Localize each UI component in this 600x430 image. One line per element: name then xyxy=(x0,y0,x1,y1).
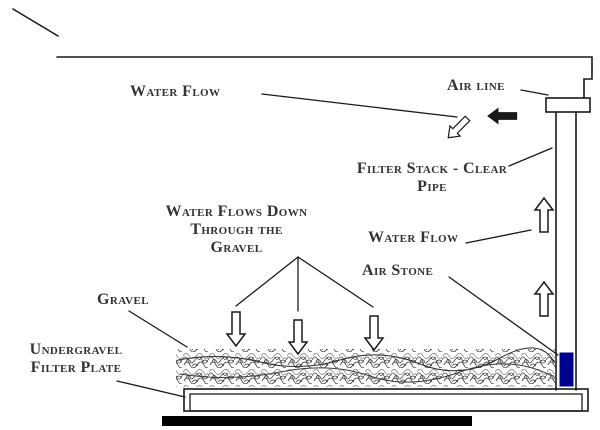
water-flow-pipe-label: Water Flow xyxy=(368,229,459,246)
gravel-pointer xyxy=(128,310,188,348)
air-stone-pointer xyxy=(448,276,559,356)
water-flows-down-label: Water Flows Down Through the Gravel xyxy=(165,203,308,256)
water-flow-pipe-pointer xyxy=(465,229,532,244)
water-flow-top-pointer xyxy=(261,93,458,118)
air-line-pointer xyxy=(520,89,549,96)
pipe-top-cap xyxy=(545,97,591,113)
water-flow-up-arrow-1 xyxy=(534,197,554,233)
air-stone-shape xyxy=(559,352,574,387)
water-flow-top-label: Water Flow xyxy=(130,83,221,100)
down-flow-branch-right xyxy=(297,256,374,308)
gravel-label: Gravel xyxy=(97,291,149,308)
tank-base-bar xyxy=(162,416,472,426)
water-flow-up-arrow-2 xyxy=(534,281,554,317)
undergravel-plate-pointer xyxy=(116,380,186,398)
filter-plate-inner xyxy=(189,393,583,412)
down-flow-branch-left xyxy=(235,256,299,307)
filter-stack-pointer xyxy=(508,147,553,167)
outflow-diagonal-arrow xyxy=(442,112,474,144)
air-stone-label: Air Stone xyxy=(362,262,434,279)
gravel-scribble-1 xyxy=(177,347,555,372)
water-flow-down-arrow-left xyxy=(226,311,246,347)
outflow-left-arrow xyxy=(487,107,518,125)
filter-stack-label: Filter Stack - Clear Pipe xyxy=(356,160,508,195)
air-line-offscreen-segment xyxy=(12,8,59,37)
filter-plate-outer xyxy=(183,388,589,412)
air-line-drop xyxy=(583,56,593,99)
water-flow-down-arrow-right xyxy=(364,315,384,351)
water-flow-down-arrow-middle xyxy=(288,319,308,355)
air-line-label: Air line xyxy=(447,77,505,94)
undergravel-plate-label: Undergravel Filter Plate xyxy=(29,341,123,376)
gravel-scribble-2 xyxy=(179,363,553,383)
